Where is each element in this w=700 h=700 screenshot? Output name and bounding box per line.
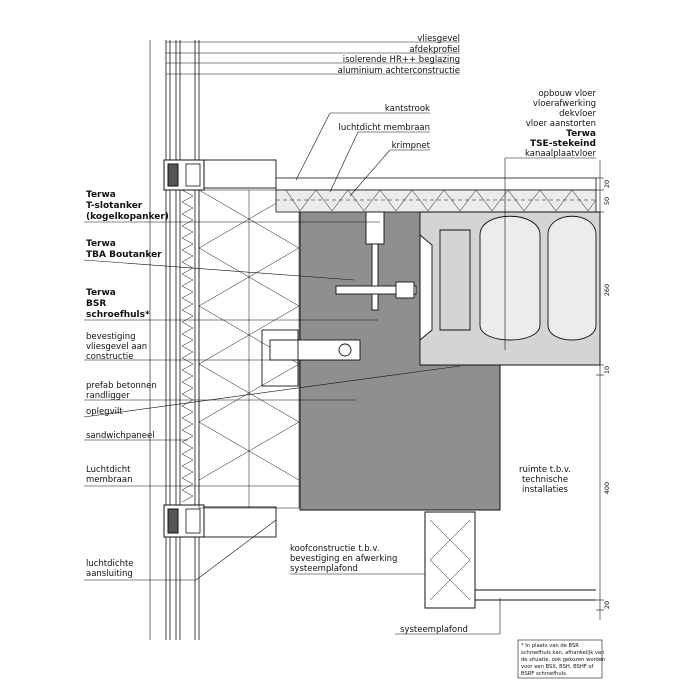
label-krimpnet: krimpnet <box>392 141 431 151</box>
labels-right-top: opbouw vloer vloerafwerking dekvloer vlo… <box>525 89 596 159</box>
label-kantstrook: kantstrook <box>385 104 430 114</box>
footnote-line-4: voor een BSX, BSH, BSHF of <box>521 664 594 670</box>
label-tba-boutanker: TBA Boutanker <box>86 250 162 260</box>
dim-50: 50 <box>603 197 611 205</box>
label-luchtdicht: Luchtdicht <box>86 465 131 475</box>
label-tse-stekeind: TSE-stekeind <box>530 139 596 149</box>
label-koofconstructie: koofconstructie t.b.v. <box>290 544 379 554</box>
label-installaties: installaties <box>522 485 569 495</box>
dim-260: 260 <box>603 284 611 296</box>
label-aansluiting: aansluiting <box>86 569 133 579</box>
label-t-slotanker: T-slotanker <box>86 201 143 211</box>
sandwichpaneel-hatch <box>181 189 194 503</box>
label-membraan: membraan <box>86 475 132 485</box>
label-opbouw-vloer: opbouw vloer <box>538 89 596 99</box>
vloeropbouw <box>275 177 597 213</box>
label-luchtdichte: luchtdichte <box>86 559 134 569</box>
maatvoering <box>596 160 604 620</box>
label-kogelkopanker: (kogelkopanker) <box>86 212 169 222</box>
dim-10: 10 <box>603 366 611 374</box>
footnote-line-2: schroefhuls kan, afhankelijk van <box>521 650 604 656</box>
labels-left: Terwa T-slotanker (kogelkopanker) Terwa … <box>86 190 169 579</box>
label-technische: technische <box>522 475 568 485</box>
label-randligger: randligger <box>86 391 130 401</box>
dim-20: 20 <box>603 180 611 188</box>
dim-400: 400 <box>603 482 611 494</box>
label-bsr: BSR <box>86 299 106 309</box>
label-vliesgevel-aan: vliesgevel aan <box>86 342 147 352</box>
labels-ruimte: ruimte t.b.v. technische installaties <box>519 465 571 495</box>
label-luchtdicht-membraan-top: luchtdicht membraan <box>339 123 430 133</box>
label-afdekprofiel: afdekprofiel <box>409 45 460 55</box>
label-oplegvilt: oplegvilt <box>86 407 123 417</box>
label-vloer-aanstorten: vloer aanstorten <box>526 119 596 129</box>
footnote-line-1: * In plaats van de BSR <box>521 643 579 649</box>
dimension-labels: 20 50 260 10 400 20 <box>603 180 611 609</box>
footnote-line-5: BSRF schroefhuls. <box>521 671 568 677</box>
label-terwa: Terwa <box>566 129 596 139</box>
label-terwa: Terwa <box>86 288 116 298</box>
label-sandwichpaneel: sandwichpaneel <box>86 431 155 441</box>
label-schroefhuls: schroefhuls* <box>86 310 150 320</box>
footnote-line-3: de situatie, ook gekozen worden <box>521 657 605 663</box>
label-constructie: constructie <box>86 352 134 362</box>
kanaalplaatvloer <box>419 211 601 366</box>
label-terwa: Terwa <box>86 239 116 249</box>
dim-20-bottom: 20 <box>603 601 611 609</box>
footnote-box: * In plaats van de BSR schroefhuls kan, … <box>517 639 605 679</box>
labels-middle: kantstrook luchtdicht membraan krimpnet <box>339 104 431 151</box>
label-dekvloer: dekvloer <box>559 109 596 119</box>
label-systeemplafond: systeemplafond <box>400 625 468 635</box>
labels-bottom: koofconstructie t.b.v. bevestiging en af… <box>290 544 468 635</box>
label-vloerafwerking: vloerafwerking <box>533 99 596 109</box>
label-kanaalplaatvloer: kanaalplaatvloer <box>525 149 596 159</box>
label-vliesgevel: vliesgevel <box>417 34 460 44</box>
facade-vliesgevel <box>149 40 277 640</box>
label-achterconstructie: aluminium achterconstructie <box>338 66 460 76</box>
labels-top: vliesgevel afdekprofiel isolerende HR++ … <box>338 34 460 76</box>
ankers <box>261 211 417 387</box>
verwijslijnen <box>83 41 596 635</box>
koofconstructie <box>424 511 596 609</box>
label-terwa: Terwa <box>86 190 116 200</box>
label-bevestiging-afwerking: bevestiging en afwerking <box>290 554 397 564</box>
label-beglazing: isolerende HR++ beglazing <box>343 55 460 65</box>
label-systeemplafond-koof: systeemplafond <box>290 564 358 574</box>
label-prefab-betonnen: prefab betonnen <box>86 381 157 391</box>
label-ruimte: ruimte t.b.v. <box>519 465 571 475</box>
label-bevestiging: bevestiging <box>86 332 136 342</box>
